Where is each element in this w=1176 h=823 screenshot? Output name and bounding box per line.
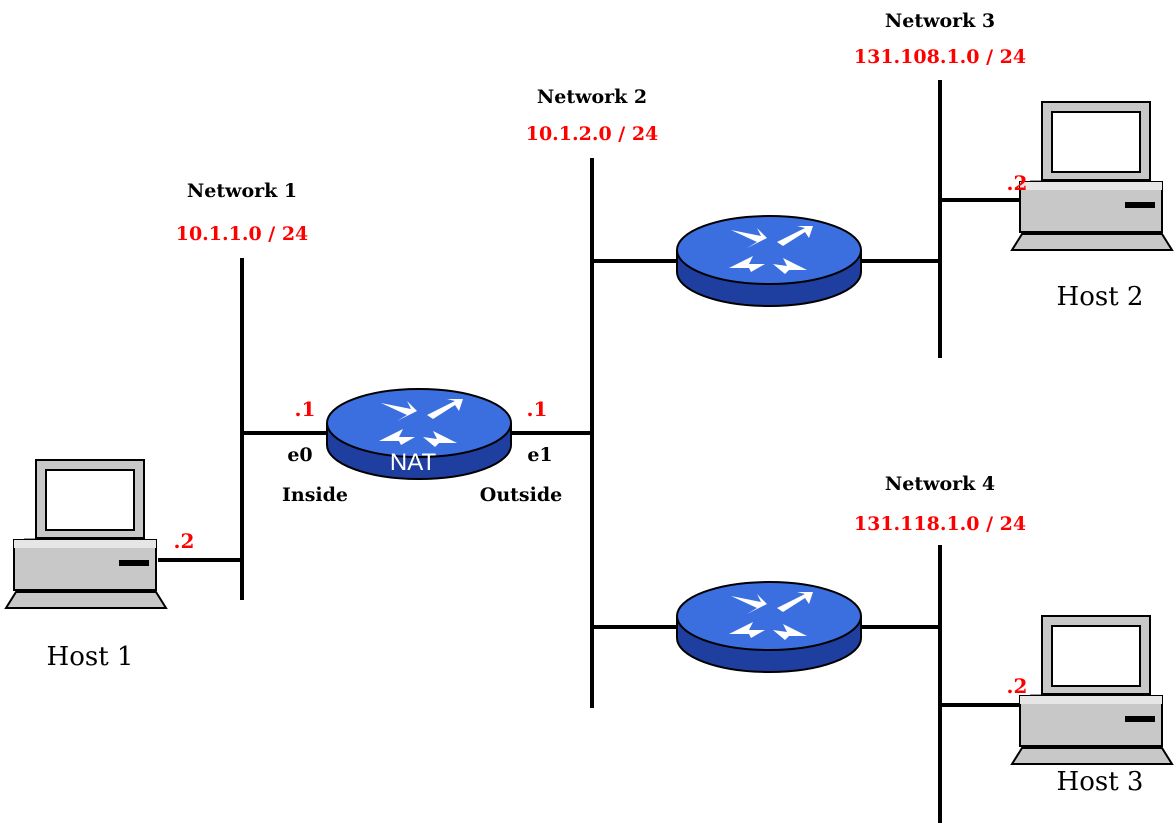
host-1-name: Host 1 bbox=[47, 642, 134, 672]
host-1-address: .2 bbox=[174, 529, 195, 553]
network-2-name: Network 2 bbox=[537, 86, 647, 108]
host-3-name: Host 3 bbox=[1057, 767, 1144, 797]
network-2-subnet: 10.1.2.0 / 24 bbox=[526, 123, 659, 145]
host-2-address: .2 bbox=[1007, 171, 1028, 195]
host-3-pc-icon bbox=[1011, 615, 1173, 765]
router-icon bbox=[676, 581, 862, 673]
network-3-name: Network 3 bbox=[885, 10, 995, 32]
nat-outside-label: Outside bbox=[480, 484, 562, 506]
nat-router-label: NAT bbox=[390, 449, 437, 476]
nat-inside-label: Inside bbox=[282, 484, 348, 506]
host-2-name: Host 2 bbox=[1057, 282, 1144, 312]
nat-inside-address: .1 bbox=[295, 397, 316, 421]
nat-inside-interface: e0 bbox=[287, 444, 312, 466]
nat-outside-address: .1 bbox=[527, 397, 548, 421]
nat-outside-interface: e1 bbox=[527, 444, 552, 466]
network-4-subnet: 131.118.1.0 / 24 bbox=[854, 513, 1026, 535]
network-1-subnet: 10.1.1.0 / 24 bbox=[176, 223, 309, 245]
host-2-pc-icon bbox=[1011, 101, 1173, 251]
network-3-subnet: 131.108.1.0 / 24 bbox=[854, 46, 1026, 68]
network-4-name: Network 4 bbox=[885, 473, 995, 495]
router-icon bbox=[676, 215, 862, 307]
network-1-name: Network 1 bbox=[187, 180, 297, 202]
host-1-pc-icon bbox=[5, 459, 167, 609]
host-3-address: .2 bbox=[1007, 674, 1028, 698]
